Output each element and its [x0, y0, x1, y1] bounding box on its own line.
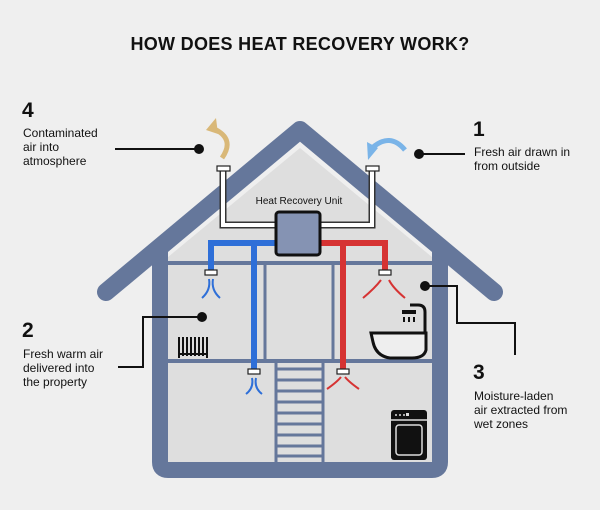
step-1-label: Fresh air drawn in from outside	[474, 145, 570, 173]
supply-vent	[204, 269, 218, 276]
bath-shower-icon	[369, 303, 428, 360]
roof-vent	[365, 165, 380, 172]
staircase	[274, 361, 325, 462]
step-3-number: 3	[473, 361, 485, 384]
radiator-icon	[178, 337, 208, 358]
extract-vent	[336, 368, 350, 375]
step-4-number: 4	[22, 99, 34, 122]
intake-duct	[320, 170, 374, 227]
exhaust-arrow-head	[206, 118, 218, 134]
callout-dot-1	[414, 149, 424, 159]
step-1-number: 1	[473, 118, 485, 141]
roof-vent	[216, 165, 231, 172]
label-line: the property	[23, 375, 88, 389]
heat-recovery-unit	[274, 210, 322, 257]
intake-arrow	[370, 138, 407, 152]
supply-vent	[247, 368, 261, 375]
callout-lines	[115, 148, 516, 368]
intake-arrow-head	[367, 142, 378, 160]
extract-vent	[378, 269, 392, 276]
label-line: air extracted from	[474, 403, 568, 417]
callout-dot-4	[194, 144, 204, 154]
callout-dot-2	[197, 312, 207, 322]
label-line: from outside	[474, 159, 541, 173]
attic-interior	[162, 148, 438, 262]
step-4-label: Contaminated air into atmosphere	[23, 126, 98, 168]
house-walls	[152, 250, 448, 478]
label-line: air into	[23, 140, 60, 154]
page-title: HOW DOES HEAT RECOVERY WORK?	[130, 34, 470, 54]
extract-duct	[320, 240, 388, 370]
extract-airflow-arrow	[326, 279, 406, 390]
oven-icon	[391, 410, 427, 460]
label-line: Moisture-laden	[474, 389, 554, 403]
callout-dot-3	[420, 281, 430, 291]
roof	[97, 121, 503, 301]
label-line: Contaminated	[23, 126, 98, 140]
step-2-label: Fresh warm air delivered into the proper…	[23, 347, 103, 389]
exhaust-duct	[221, 170, 276, 227]
label-line: Fresh warm air	[23, 347, 104, 361]
supply-duct	[208, 240, 276, 370]
unit-label: Heat Recovery Unit	[255, 196, 343, 207]
label-line: wet zones	[474, 417, 529, 431]
supply-airflow-arrow	[201, 278, 263, 395]
label-line: delivered into	[23, 361, 95, 375]
label-line: atmosphere	[23, 154, 87, 168]
step-2-number: 2	[22, 319, 34, 342]
label-line: Fresh air drawn in	[474, 145, 571, 159]
step-3-label: Moisture-laden air extracted from wet zo…	[474, 389, 567, 431]
